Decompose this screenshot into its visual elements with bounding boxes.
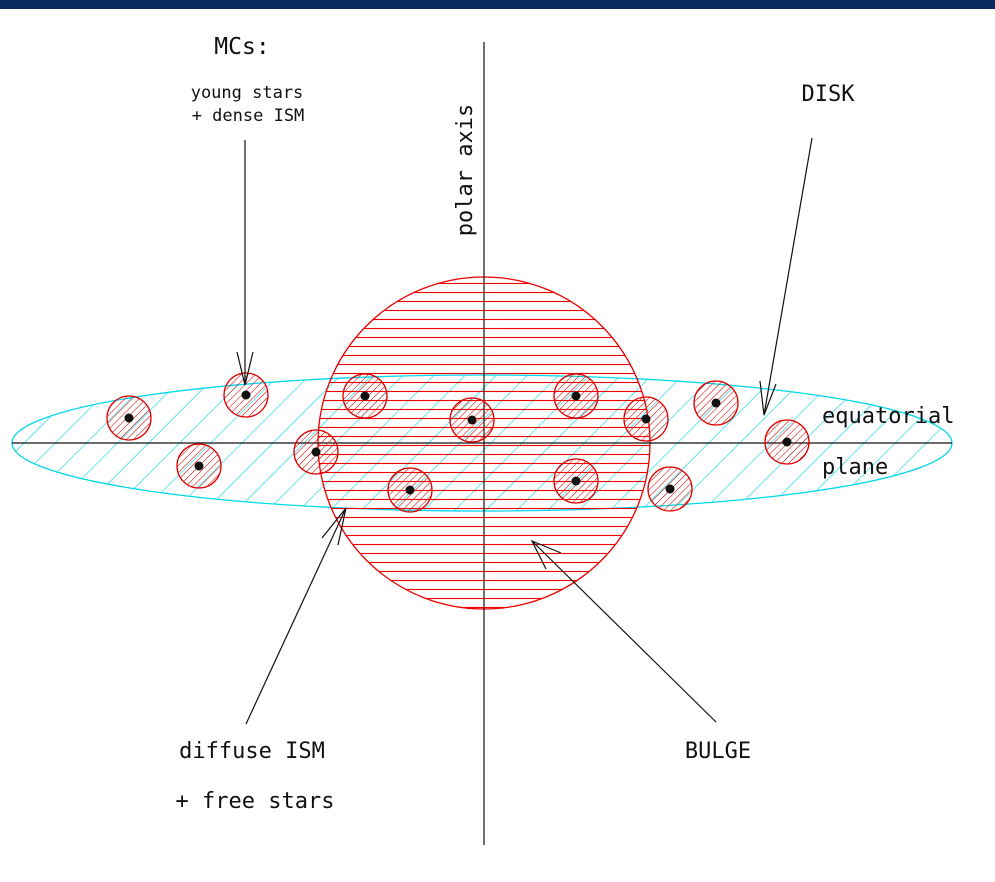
molecular-cloud: [449, 397, 495, 443]
molecular-cloud: [293, 429, 339, 475]
polar-axis-label: polar axis: [453, 104, 478, 236]
mcs-dense-ism-label: + dense ISM: [192, 106, 305, 126]
molecular-cloud: [623, 396, 669, 442]
bulge-arrow: [530, 539, 717, 723]
young-star-dot: [241, 390, 251, 400]
disk-arrow: [759, 137, 813, 416]
molecular-cloud: [176, 443, 222, 489]
molecular-cloud: [647, 466, 693, 512]
molecular-cloud: [387, 467, 433, 513]
molecular-cloud: [553, 458, 599, 504]
bulge-label: BULGE: [685, 739, 751, 764]
mcs-arrow: [236, 140, 254, 386]
pointer-arrows: [236, 137, 813, 725]
molecular-cloud: [693, 380, 739, 426]
molecular-cloud: [223, 372, 269, 418]
molecular-clouds: [106, 372, 810, 513]
top-banner-bar: [0, 0, 995, 9]
young-star-dot: [641, 414, 651, 424]
diffuse-ism-arrow: [245, 507, 347, 725]
molecular-cloud: [106, 395, 152, 441]
molecular-cloud: [553, 373, 599, 419]
young-star-dot: [782, 437, 792, 447]
young-star-dot: [711, 398, 721, 408]
young-star-dot: [311, 447, 321, 457]
young-star-dot: [360, 391, 370, 401]
equatorial-label: equatorial: [822, 404, 954, 429]
young-star-dot: [665, 484, 675, 494]
plane-label: plane: [822, 455, 888, 480]
young-star-dot: [467, 415, 477, 425]
mcs-title-label: MCs:: [214, 34, 269, 60]
molecular-cloud: [342, 373, 388, 419]
young-star-dot: [571, 391, 581, 401]
disk-label: DISK: [802, 82, 856, 107]
young-star-dot: [124, 413, 134, 423]
molecular-cloud: [764, 419, 810, 465]
young-star-dot: [194, 461, 204, 471]
diffuse-ism-label: diffuse ISM: [179, 739, 325, 764]
free-stars-label: + free stars: [176, 789, 335, 814]
young-star-dot: [571, 476, 581, 486]
mcs-young-stars-label: young stars: [191, 83, 304, 103]
young-star-dot: [405, 485, 415, 495]
